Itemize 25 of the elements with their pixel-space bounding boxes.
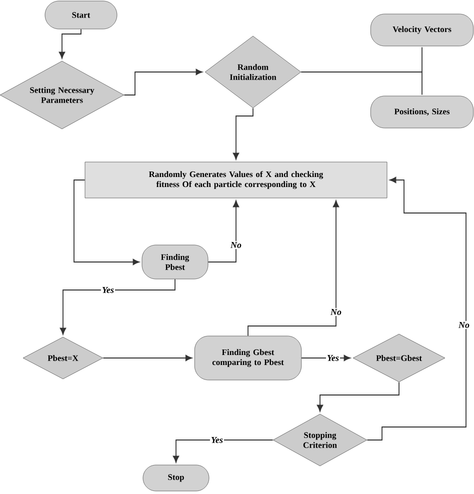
arrow <box>124 68 203 96</box>
arrow <box>248 200 340 336</box>
terminal-box: Stop <box>142 464 210 492</box>
terminal-box: Start <box>44 0 118 30</box>
arrow <box>60 278 176 335</box>
edge-label: Yes <box>210 436 224 444</box>
arrow <box>102 354 192 362</box>
arrow <box>172 440 274 463</box>
edge-label: No <box>458 321 470 329</box>
arrow <box>316 382 400 412</box>
edge-label: Yes <box>326 354 340 362</box>
process-box: Randomly Generates Values of X and checking fitness Of each particle corresponding to X <box>84 162 388 198</box>
arrow <box>208 200 240 262</box>
process-box: Velocity Vectors <box>370 14 474 46</box>
arrow <box>232 108 254 160</box>
arrow <box>58 28 82 59</box>
process-box: Finding Pbest <box>142 244 208 280</box>
edge-label: No <box>230 241 242 249</box>
process-box: Finding Gbest comparing to Pbest <box>194 336 302 380</box>
edge-label: Yes <box>101 286 115 294</box>
arrow <box>301 354 351 362</box>
arrow <box>366 176 466 440</box>
edge-label: No <box>330 308 342 316</box>
arrow <box>74 180 140 266</box>
process-box: Positions, Sizes <box>370 96 474 128</box>
